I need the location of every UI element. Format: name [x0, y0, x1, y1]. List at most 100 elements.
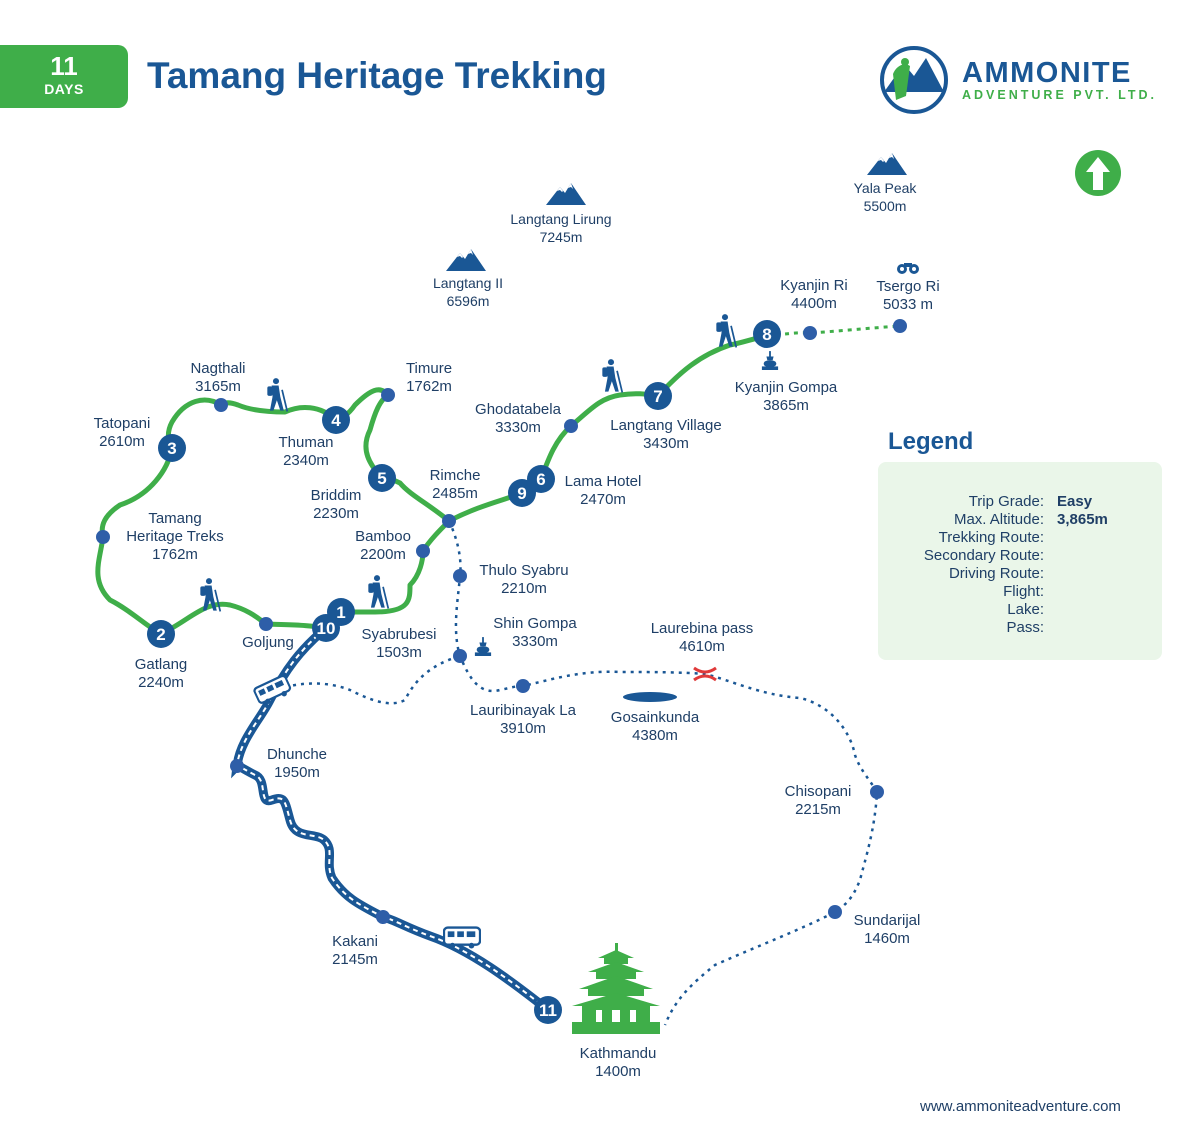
place-alt: 2215m: [795, 801, 841, 818]
day-marker-4: 4: [322, 406, 350, 434]
place-label: Lama Hotel: [565, 473, 642, 490]
peak-label: Langtang Lirung: [510, 211, 611, 227]
place-label: Tamang: [148, 510, 201, 527]
peak-alt: 5500m: [864, 198, 907, 214]
place-alt: 1762m: [406, 378, 452, 395]
place-label: Gatlang: [135, 656, 188, 673]
north-arrow-icon: [1075, 150, 1121, 196]
mountain-icon: [446, 249, 486, 271]
waypoint-timure: [381, 388, 395, 402]
legend-max-alt-value: 3,865m: [1057, 511, 1108, 528]
waypoint-goljung: [259, 617, 273, 631]
place-label: Dhunche: [267, 746, 327, 763]
svg-text:11: 11: [539, 1001, 557, 1020]
pass-icon: [693, 666, 717, 682]
driving-route: [231, 623, 553, 1015]
svg-text:4: 4: [331, 411, 341, 430]
svg-text:5: 5: [377, 469, 386, 488]
waypoint-chisopani: [870, 785, 884, 799]
waypoint-kakani: [376, 910, 390, 924]
legend-lake-label: Lake:: [1007, 601, 1044, 618]
place-label: Sundarijal: [854, 912, 921, 929]
svg-text:7: 7: [653, 387, 662, 406]
place-alt: 3330m: [512, 633, 558, 650]
waypoints: [96, 319, 907, 924]
stupa-icon: [474, 637, 492, 656]
place-alt: 4610m: [679, 638, 725, 655]
place-label: Tsergo Ri: [876, 278, 939, 295]
day-marker-9: 9: [508, 479, 536, 507]
place-label: Langtang Village: [610, 417, 722, 434]
svg-text:3: 3: [167, 439, 176, 458]
waypoint-sundarijal: [828, 905, 842, 919]
svg-text:8: 8: [762, 325, 771, 344]
legend-title: Legend: [888, 428, 974, 455]
brand-subtitle: ADVENTURE PVT. LTD.: [962, 88, 1157, 102]
waypoint-rimche: [442, 514, 456, 528]
svg-text:9: 9: [517, 484, 526, 503]
waypoint-tsergo-ri: [893, 319, 907, 333]
place-label: Syabrubesi: [361, 626, 436, 643]
waypoint-lauribinayak: [516, 679, 530, 693]
place-label: Ghodatabela: [475, 401, 562, 418]
lake-gosainkunda: [623, 692, 677, 702]
temple-icon: [572, 943, 660, 1034]
brand-logo-icon: [880, 46, 948, 114]
waypoint-dhunche: [230, 759, 244, 773]
day-marker-2: 2: [147, 620, 175, 648]
waypoint-thulo-syabru: [453, 569, 467, 583]
place-alt: 1460m: [864, 930, 910, 947]
place-alt: 4380m: [632, 727, 678, 744]
day-marker-3: 3: [158, 434, 186, 462]
legend-panel: [878, 462, 1162, 660]
day-marker-8: 8: [753, 320, 781, 348]
place-alt: 1762m: [152, 546, 198, 563]
place-label: Kyanjin Ri: [780, 277, 848, 294]
side-trip-route: [766, 324, 901, 338]
place-label: Thulo Syabru: [479, 562, 568, 579]
legend-secondary-label: Secondary Route:: [923, 547, 1044, 564]
page-title: Tamang Heritage Trekking: [147, 55, 607, 96]
place-label: Rimche: [430, 467, 481, 484]
waypoint-nagthali: [214, 398, 228, 412]
place-alt: 1400m: [595, 1063, 641, 1080]
waypoint-tamang-heritage: [96, 530, 110, 544]
days-count: 11: [50, 51, 78, 81]
place-label: Chisopani: [785, 783, 852, 800]
place-alt: 1503m: [376, 644, 422, 661]
website-link[interactable]: www.ammoniteadventure.com: [920, 1098, 1121, 1115]
svg-text:10: 10: [317, 619, 336, 638]
svg-text:6: 6: [536, 470, 545, 489]
mountain-icon: [546, 183, 586, 205]
binoculars-icon: [897, 263, 919, 274]
place-label: Kathmandu: [580, 1045, 657, 1062]
waypoint-kyanjin-ri: [803, 326, 817, 340]
svg-text:2: 2: [156, 625, 165, 644]
days-badge: 11 DAYS: [0, 45, 128, 108]
legend-driving-label: Driving Route:: [948, 565, 1044, 582]
place-alt: 2210m: [501, 580, 547, 597]
place-label: Briddim: [311, 487, 362, 504]
place-alt: 5033 m: [883, 296, 933, 313]
bus-icon: [443, 926, 481, 950]
place-alt: 1950m: [274, 764, 320, 781]
day-marker-10: 10: [312, 614, 340, 642]
waypoint-shin-gompa: [453, 649, 467, 663]
brand-name: AMMONITE: [962, 57, 1132, 89]
place-alt: 2240m: [138, 674, 184, 691]
peak-alt: 7245m: [540, 229, 583, 245]
legend-max-alt-label: Max. Altitude:: [953, 511, 1044, 528]
hiker-icon: [266, 377, 289, 413]
secondary-routes: [269, 520, 879, 1026]
place-label: Thuman: [278, 434, 333, 451]
place-alt: 2200m: [360, 546, 406, 563]
place-alt: 3865m: [763, 397, 809, 414]
place-label: Bamboo: [355, 528, 411, 545]
place-label: Nagthali: [190, 360, 245, 377]
svg-text:1: 1: [336, 603, 345, 622]
hiker-icon: [601, 358, 624, 394]
days-label: DAYS: [44, 81, 84, 97]
place-labels: Nagthali 3165m Timure 1762m Tatopani 261…: [94, 277, 940, 1080]
legend-flight-label: Flight:: [1003, 583, 1044, 600]
day-marker-11: 11: [534, 996, 562, 1024]
